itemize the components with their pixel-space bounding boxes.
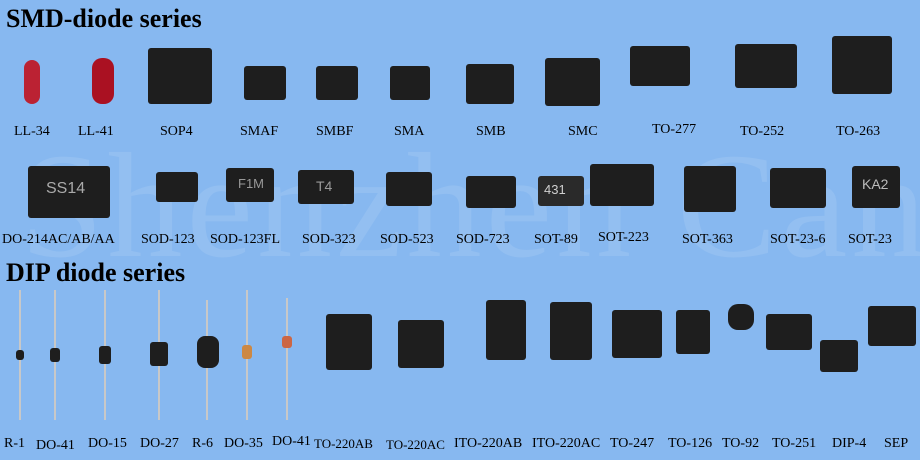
label-sod123fl: SOD-123FL bbox=[210, 232, 281, 247]
label-sop4: SOP4 bbox=[160, 124, 193, 139]
label-sma: SMA bbox=[394, 124, 425, 139]
do41b-image bbox=[286, 298, 288, 420]
label-ito220ac: ITO-220AC bbox=[532, 436, 601, 451]
ito220ab-image bbox=[486, 300, 526, 360]
r1-body bbox=[16, 350, 24, 360]
label-do27: DO-27 bbox=[140, 436, 179, 451]
label-do41: DO-41 bbox=[36, 438, 75, 453]
sod123fl-image: F1M bbox=[226, 168, 274, 202]
label-sod323: SOD-323 bbox=[302, 232, 356, 247]
sot23-marking: KA2 bbox=[862, 176, 889, 192]
label-to252: TO-252 bbox=[740, 124, 785, 139]
label-to220ac: TO-220AC bbox=[386, 437, 445, 452]
label-to251: TO-251 bbox=[772, 436, 817, 451]
to251-image bbox=[766, 314, 812, 350]
label-sep: SEP bbox=[884, 436, 909, 451]
label-to263: TO-263 bbox=[836, 124, 881, 139]
do214-image: SS14 bbox=[28, 166, 110, 218]
label-do214: DO-214AC/AB/AA bbox=[2, 232, 115, 247]
label-dip4: DIP-4 bbox=[832, 436, 867, 451]
sod523-image bbox=[386, 172, 432, 206]
label-sot363: SOT-363 bbox=[682, 232, 733, 247]
sma-image bbox=[390, 66, 430, 100]
sod323-image: T4 bbox=[298, 170, 354, 204]
do41-body bbox=[50, 348, 60, 362]
to126-image bbox=[676, 310, 710, 354]
ito220ac-image bbox=[550, 302, 592, 360]
label-smc: SMC bbox=[568, 124, 598, 139]
ll41-image bbox=[92, 58, 114, 104]
to220ab-image bbox=[326, 314, 372, 370]
label-sot236: SOT-23-6 bbox=[770, 232, 826, 247]
dip-section-title: DIP diode series bbox=[6, 258, 186, 287]
smb-image bbox=[466, 64, 514, 104]
label-sod123: SOD-123 bbox=[141, 232, 195, 247]
sod323-marking: T4 bbox=[316, 178, 333, 194]
label-sod723: SOD-723 bbox=[456, 232, 510, 247]
sot363-image bbox=[684, 166, 736, 212]
label-r6: R-6 bbox=[192, 436, 213, 451]
label-ito220ab: ITO-220AB bbox=[454, 436, 523, 451]
to247-image bbox=[612, 310, 662, 358]
sot23-image: KA2 bbox=[852, 166, 900, 208]
do41b-body bbox=[282, 336, 292, 348]
do214-marking: SS14 bbox=[46, 180, 86, 197]
to277-image bbox=[630, 46, 690, 86]
smaf-image bbox=[244, 66, 286, 100]
label-sot223: SOT-223 bbox=[598, 230, 649, 245]
label-sod523: SOD-523 bbox=[380, 232, 434, 247]
label-sot23: SOT-23 bbox=[848, 232, 892, 247]
r6-body bbox=[197, 336, 219, 368]
to252-image bbox=[735, 44, 797, 88]
sot223-image bbox=[590, 164, 654, 206]
label-smbf: SMBF bbox=[316, 124, 354, 139]
dip4-image bbox=[820, 340, 858, 372]
sep-image bbox=[868, 306, 916, 346]
label-smb: SMB bbox=[476, 124, 506, 139]
do27-body bbox=[150, 342, 168, 366]
label-r1: R-1 bbox=[4, 436, 25, 451]
sod123-image bbox=[156, 172, 198, 202]
smbf-image bbox=[316, 66, 358, 100]
smd-section-title: SMD-diode series bbox=[6, 4, 202, 33]
label-sot89: SOT-89 bbox=[534, 232, 578, 247]
label-to126: TO-126 bbox=[668, 436, 713, 451]
sot89-marking: 431 bbox=[544, 182, 566, 197]
to92-image bbox=[728, 304, 754, 330]
sot89-image: 431 bbox=[538, 176, 584, 206]
label-do15: DO-15 bbox=[88, 436, 127, 451]
sod123fl-marking: F1M bbox=[238, 176, 264, 191]
label-smaf: SMAF bbox=[240, 124, 279, 139]
label-to247: TO-247 bbox=[610, 436, 655, 451]
label-ll34: LL-34 bbox=[14, 124, 50, 139]
to220ac-image bbox=[398, 320, 444, 368]
ll34-image bbox=[24, 60, 40, 104]
label-do35: DO-35 bbox=[224, 436, 263, 451]
label-ll41: LL-41 bbox=[78, 124, 114, 139]
label-do41b: DO-41 bbox=[272, 434, 311, 449]
sop4-image bbox=[148, 48, 212, 104]
label-to92: TO-92 bbox=[722, 436, 760, 451]
do35-body bbox=[242, 345, 252, 359]
to263-image bbox=[832, 36, 892, 94]
sot236-image bbox=[770, 168, 826, 208]
label-to277: TO-277 bbox=[652, 122, 697, 137]
label-to220ab: TO-220AB bbox=[314, 436, 373, 451]
do15-body bbox=[99, 346, 111, 364]
sod723-image bbox=[466, 176, 516, 208]
smc-image bbox=[545, 58, 600, 106]
